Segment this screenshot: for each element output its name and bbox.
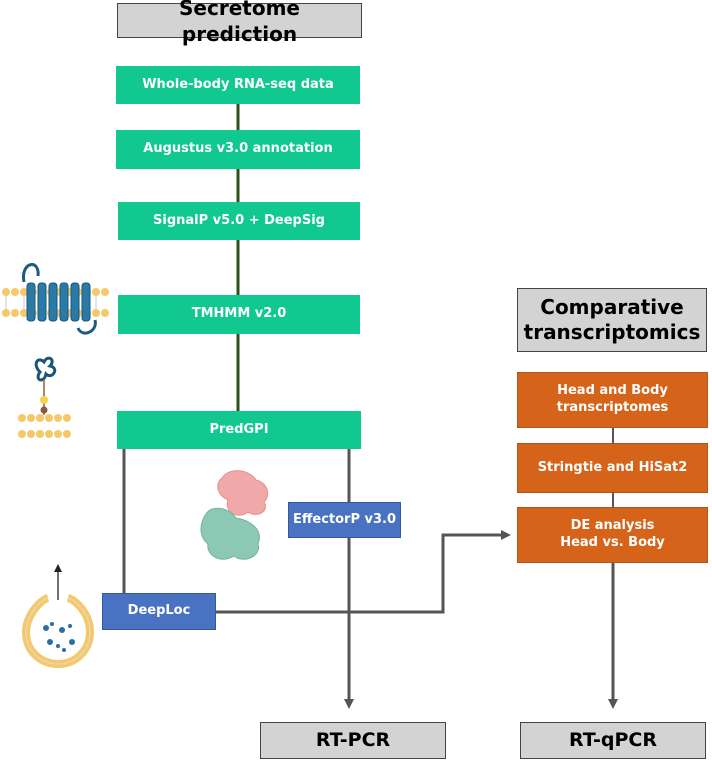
head-body-line1: Head and Body <box>557 383 668 399</box>
rt-qpcr-output: RT-qPCR <box>520 722 706 759</box>
comparative-title: Comparative transcriptomics <box>517 288 707 352</box>
predgpi-step: PredGPI <box>117 411 361 449</box>
de-analysis-step: DE analysis Head vs. Body <box>517 507 708 563</box>
secretome-title: Secretome prediction <box>117 0 362 46</box>
deeploc-step: DeepLoc <box>102 593 216 630</box>
vesicle-secretion-icon <box>21 564 95 669</box>
head-body-transcriptomes-step: Head and Body transcriptomes <box>517 372 708 428</box>
tmhmm-step: TMHMM v2.0 <box>118 295 360 334</box>
augustus-annotation-step: Augustus v3.0 annotation <box>116 130 360 169</box>
connector-deeploc-de-analysis <box>216 530 511 614</box>
de-analysis-line2: Head vs. Body <box>560 535 665 550</box>
effectorp-step: EffectorP v3.0 <box>288 502 401 538</box>
secreted-proteins-icon <box>200 470 269 560</box>
comparative-title-line2: transcriptomics <box>523 320 701 344</box>
rnaseq-data-step: Whole-body RNA-seq data <box>116 66 360 104</box>
de-analysis-line1: DE analysis <box>570 518 655 534</box>
transmembrane-protein-icon <box>2 263 109 335</box>
stringtie-hisat2-step: Stringtie and HiSat2 <box>517 443 708 493</box>
rt-pcr-output: RT-PCR <box>260 722 446 759</box>
head-body-line2: transcriptomes <box>556 400 669 415</box>
gpi-anchored-protein-icon <box>18 356 71 438</box>
comparative-title-line1: Comparative <box>540 295 684 319</box>
signalp-deepsig-step: SignalP v5.0 + DeepSig <box>118 202 360 240</box>
